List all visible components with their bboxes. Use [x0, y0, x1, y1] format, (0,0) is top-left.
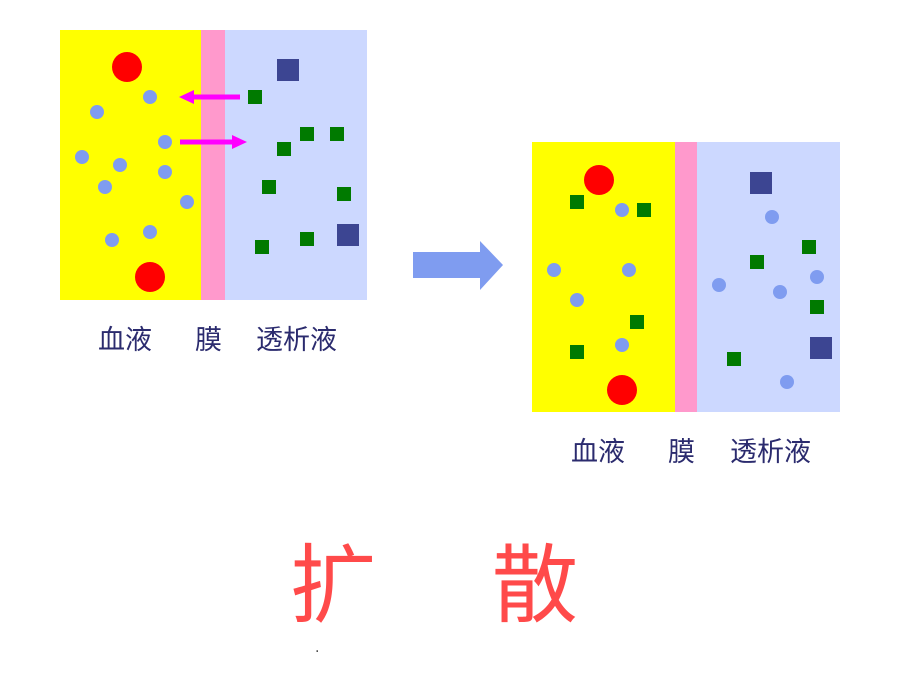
small-solute-particle — [712, 278, 726, 292]
small-solute-particle — [98, 180, 112, 194]
small-solute-particle — [113, 158, 127, 172]
small-solute-particle — [622, 263, 636, 277]
title-char-1: 扩 — [290, 536, 376, 636]
green-solute-particle — [262, 180, 276, 194]
transition-arrow — [413, 241, 503, 290]
membrane-zone — [201, 30, 225, 300]
red-blood-cell — [584, 165, 614, 195]
small-solute-particle — [547, 263, 561, 277]
before-panel — [60, 30, 367, 300]
small-solute-particle — [143, 90, 157, 104]
large-solute-particle — [750, 172, 772, 194]
small-solute-particle — [75, 150, 89, 164]
green-solute-particle — [300, 232, 314, 246]
small-solute-particle — [143, 225, 157, 239]
blood-label: 血液 — [98, 325, 152, 356]
small-solute-particle — [105, 233, 119, 247]
green-solute-particle — [570, 345, 584, 359]
red-blood-cell — [607, 375, 637, 405]
small-solute-particle — [773, 285, 787, 299]
dialysate-label: 透析液 — [256, 325, 337, 356]
footer-dot: . — [315, 640, 320, 656]
title-char-2: 散 — [492, 536, 578, 636]
large-solute-particle — [810, 337, 832, 359]
green-solute-particle — [255, 240, 269, 254]
diffusion-arrow-left — [179, 90, 240, 104]
green-solute-particle — [337, 187, 351, 201]
green-solute-particle — [637, 203, 651, 217]
green-solute-particle — [330, 127, 344, 141]
membrane-label: 膜 — [195, 325, 222, 356]
small-solute-particle — [180, 195, 194, 209]
green-solute-particle — [750, 255, 764, 269]
small-solute-particle — [90, 105, 104, 119]
small-solute-particle — [765, 210, 779, 224]
green-solute-particle — [802, 240, 816, 254]
small-solute-particle — [158, 165, 172, 179]
green-solute-particle — [810, 300, 824, 314]
small-solute-particle — [615, 203, 629, 217]
green-solute-particle — [570, 195, 584, 209]
green-solute-particle — [630, 315, 644, 329]
blood-label: 血液 — [571, 437, 625, 468]
green-solute-particle — [277, 142, 291, 156]
green-solute-particle — [300, 127, 314, 141]
dialysate-label: 透析液 — [730, 437, 811, 468]
membrane-zone — [675, 142, 697, 412]
after-panel — [532, 142, 840, 412]
small-solute-particle — [158, 135, 172, 149]
green-solute-particle — [727, 352, 741, 366]
large-solute-particle — [337, 224, 359, 246]
membrane-label: 膜 — [668, 437, 695, 468]
small-solute-particle — [810, 270, 824, 284]
small-solute-particle — [615, 338, 629, 352]
green-solute-particle — [248, 90, 262, 104]
small-solute-particle — [780, 375, 794, 389]
red-blood-cell — [135, 262, 165, 292]
small-solute-particle — [570, 293, 584, 307]
diffusion-arrow-right — [180, 135, 247, 149]
large-solute-particle — [277, 59, 299, 81]
red-blood-cell — [112, 52, 142, 82]
